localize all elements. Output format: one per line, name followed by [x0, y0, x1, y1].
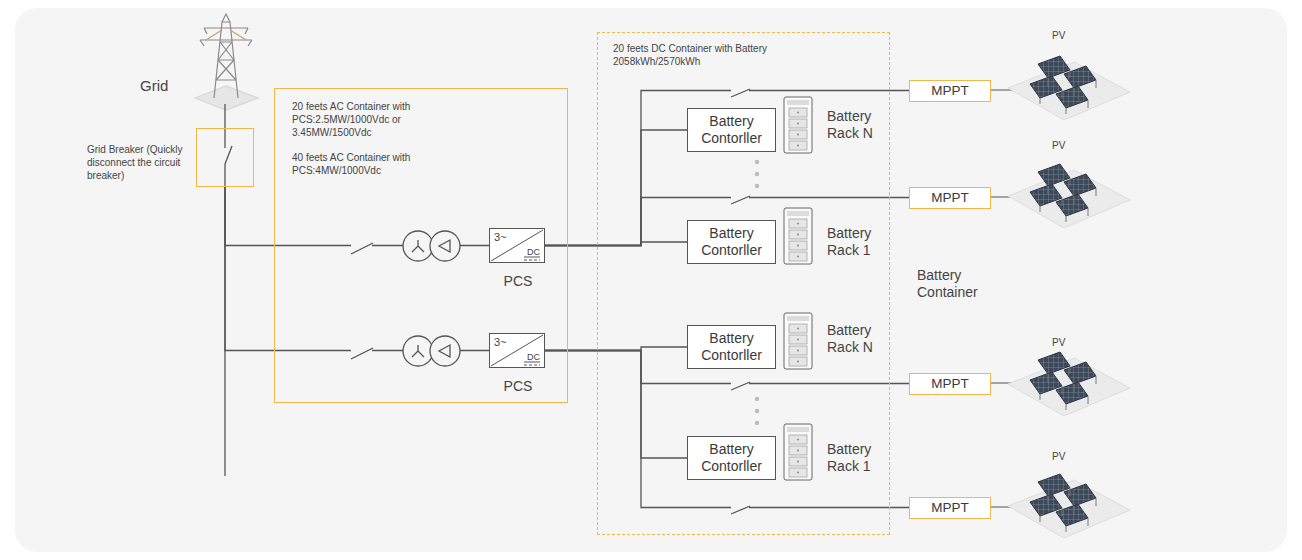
node-text: 3~ [494, 231, 507, 243]
battery-racks [784, 97, 812, 480]
node-text: MPPT [931, 190, 969, 206]
grid-breaker-box: Grid Breaker (Quickly disconnect the cir… [196, 128, 254, 187]
wire-connector [545, 351, 909, 508]
node-text: 20 feets DC Container with Battery 2058k… [613, 42, 788, 68]
node-text: MPPT [931, 83, 969, 99]
mppt-box: MPPT [909, 497, 991, 519]
pcs-caption: PCS [470, 273, 566, 289]
ac-switch-transformer [351, 231, 460, 366]
wire-connector [545, 242, 687, 246]
node-text: DC [527, 352, 540, 362]
battery-controller: Battery Contorller [687, 436, 776, 480]
wire-connector [225, 187, 489, 351]
node-text: Battery Contorller [688, 441, 775, 475]
rack-label: Battery Rack 1 [827, 441, 889, 475]
node-text: Battery Contorller [688, 330, 775, 364]
node-text: Battery Contorller [688, 113, 775, 147]
mppt-box: MPPT [909, 80, 991, 102]
rack-label: Battery Rack 1 [827, 225, 889, 259]
rack-label: Battery Rack N [827, 322, 889, 356]
ac-container: 20 feets AC Container with PCS:2.5MW/100… [274, 88, 568, 403]
wire-connector [545, 351, 687, 459]
node-text: 3~ [494, 336, 507, 348]
node-text: MPPT [931, 500, 969, 516]
pcs-box: 3~DCPCS [489, 228, 545, 263]
mppt-box: MPPT [909, 187, 991, 209]
pv-leads [991, 90, 1012, 507]
pv-label: PV [1052, 337, 1082, 349]
panel [15, 8, 1287, 552]
wire-connector [545, 130, 687, 246]
node-text: Battery Contorller [688, 225, 775, 259]
battery-controller: Battery Contorller [687, 325, 776, 369]
pv-arrays [1008, 56, 1130, 538]
node-text: MPPT [931, 376, 969, 392]
rack-label: Battery Rack N [827, 108, 889, 142]
grid-label: Grid [140, 77, 190, 95]
grid-wiring [225, 104, 232, 476]
battery-controller: Battery Contorller [687, 220, 776, 264]
pv-label: PV [1052, 30, 1082, 42]
mppt-box: MPPT [909, 373, 991, 395]
pv-label: PV [1052, 451, 1082, 463]
grid-tower [195, 14, 258, 110]
pcs-box: 3~DCPCS [489, 333, 545, 368]
pcs-caption: PCS [470, 378, 566, 394]
node-text: 40 feets AC Container with PCS:4MW/1000V… [292, 151, 427, 177]
node-text: DC [527, 247, 540, 257]
ellipsis-dots [755, 160, 759, 425]
container-label: Battery Container [917, 267, 992, 301]
battery-controller: Battery Contorller [687, 108, 776, 152]
pv-label: PV [1052, 140, 1082, 152]
node-text: 20 feets AC Container with PCS:2.5MW/100… [292, 100, 427, 139]
node-text: Grid Breaker (Quickly disconnect the cir… [87, 143, 191, 182]
